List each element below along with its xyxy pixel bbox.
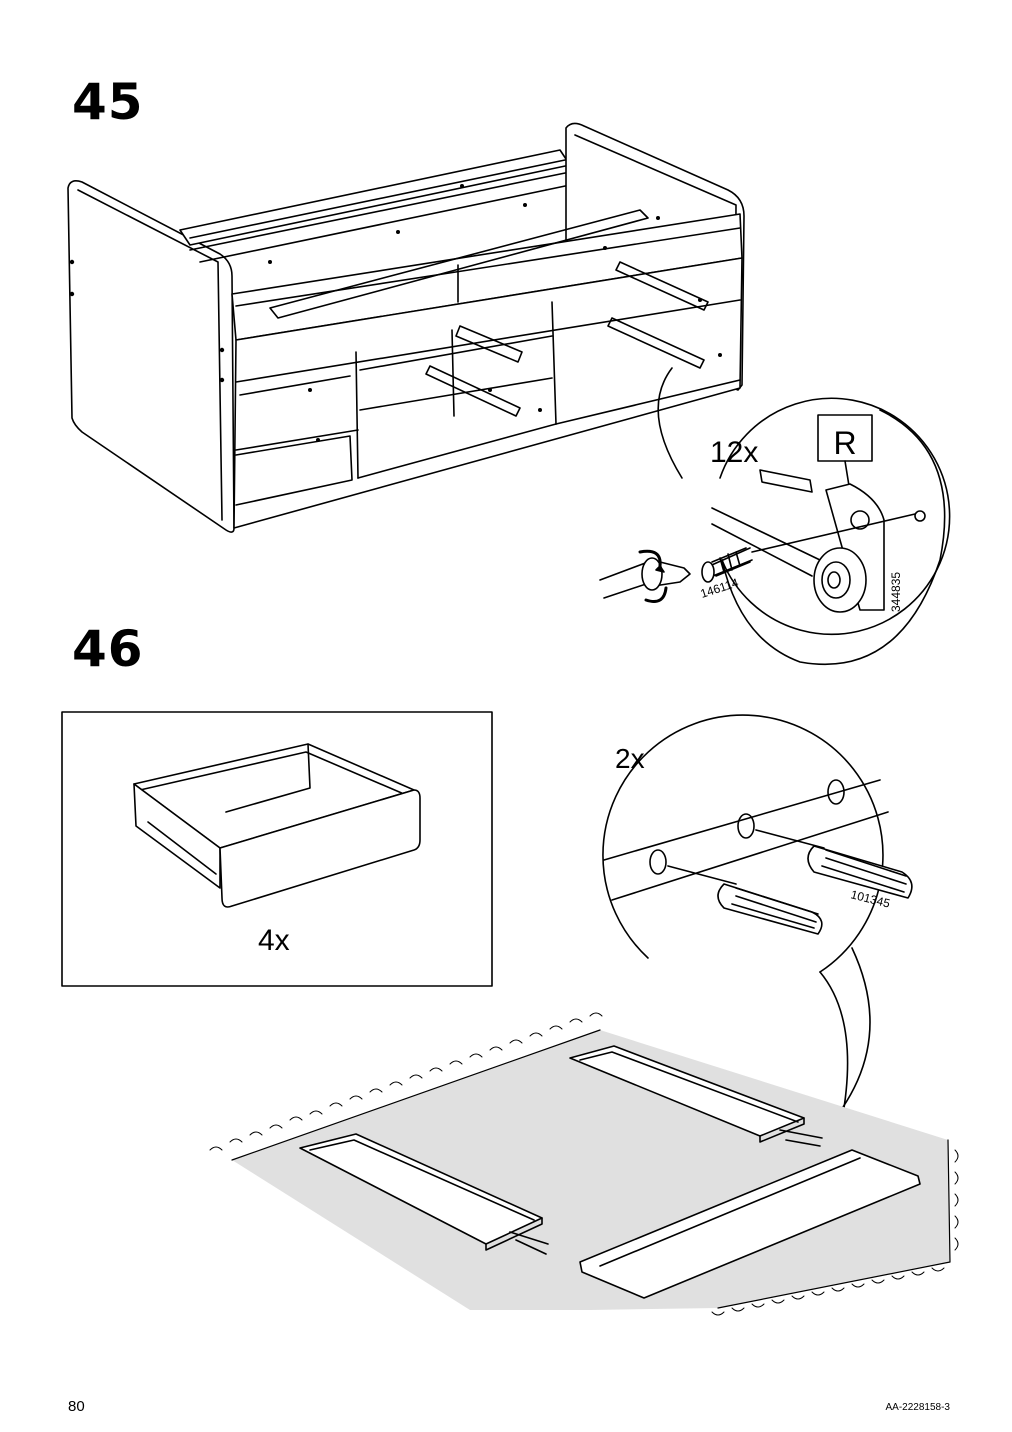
- document-code: AA-2228158-3: [885, 1402, 951, 1413]
- dowel-quantity-label: 2x: [615, 743, 645, 774]
- drawer-illustration: [133, 743, 421, 908]
- page-number: 80: [68, 1398, 85, 1415]
- side-r-label: R: [833, 425, 856, 461]
- runner-part-number: 344835: [889, 572, 903, 612]
- step-number-46: 46: [72, 620, 144, 678]
- step-number-45: 45: [72, 73, 144, 131]
- drawer-quantity-label: 4x: [258, 924, 290, 957]
- screw-quantity-label: 12x: [710, 436, 758, 469]
- panels-illustration: [299, 1045, 921, 1299]
- bed-frame-illustration: [67, 122, 745, 533]
